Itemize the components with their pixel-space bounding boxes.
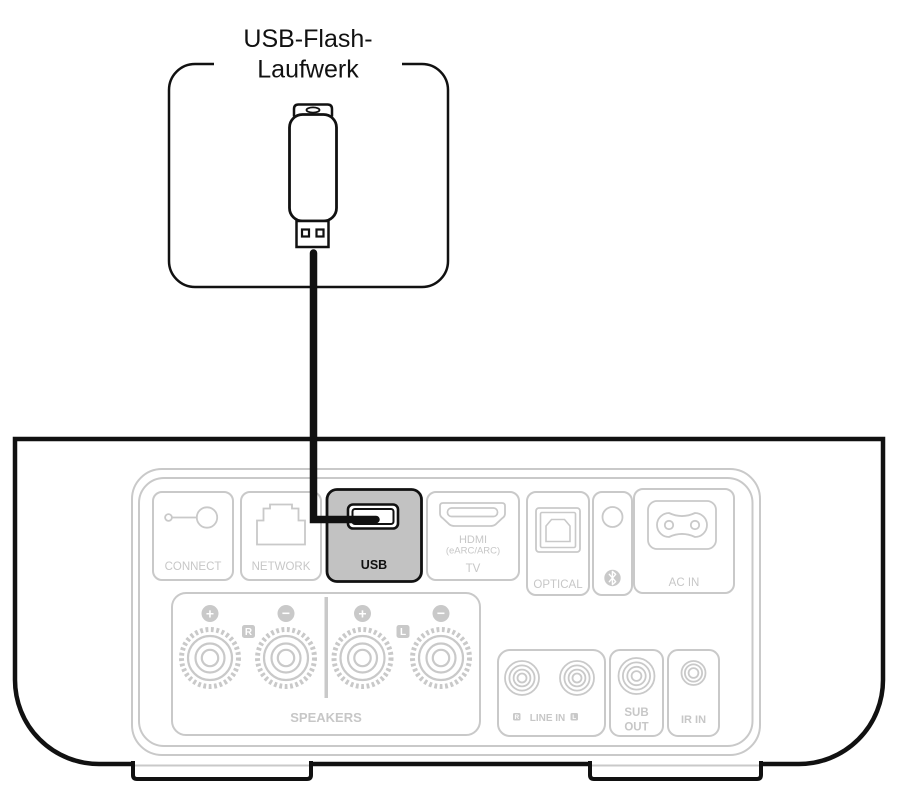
connection-cable [309,249,380,524]
sub-out-section: SUB OUT [609,649,664,737]
connector-hole-right [315,228,325,238]
binding-post-r-minus [255,627,317,689]
sub-out-box [609,649,664,737]
minus-glyph: − [437,605,445,621]
rca-jack-line-in-r [504,660,540,696]
foot-left-mask [131,759,313,768]
line-in-box [497,649,606,737]
l-glyph: L [572,714,576,721]
ir-in-label: IR IN [681,714,706,726]
port-optical: OPTICAL [526,491,590,596]
optical-port-icon [535,507,581,553]
r-glyph: R [245,627,253,638]
connect-box [152,491,234,581]
channel-l-badge: L [396,625,410,638]
binding-post-l-plus [331,627,394,689]
speakers-section: + − + − R L SPEAKERS [171,592,481,736]
polarity-minus-badge-l: − [432,605,450,622]
hdmi-label: HDMI [459,534,487,546]
port-connect: CONNECT [152,491,234,581]
speakers-divider [324,597,328,698]
line-in-l-badge: L [570,713,578,721]
port-hdmi: HDMI (eARC/ARC) TV [426,491,520,581]
ir-in-box [667,649,720,737]
optical-box [526,491,590,596]
speakers-box [171,592,481,736]
foot-right-outline [588,761,763,781]
channel-r-badge: R [242,625,255,638]
connector-hole-left [300,228,311,238]
network-box [240,491,322,581]
usb-flash-drive-icon [288,103,338,249]
rca-jack-sub-out [617,657,656,695]
device-foot-left [131,759,313,781]
ir-jack [680,660,707,686]
hdmi-port-icon [439,502,506,527]
flash-drive-body [288,113,338,223]
connect-label: CONNECT [165,561,222,573]
callout-label-line2: Laufwerk [257,56,359,84]
bluetooth-box [592,491,633,596]
bluetooth-icon [604,569,621,587]
hdmi-earc-label: (eARC/ARC) [446,546,500,557]
ac-in-label: AC IN [669,577,700,589]
hdmi-tv-label: TV [466,563,481,575]
device-foot-right [588,759,763,781]
line-in-label: LINE IN [530,713,566,724]
port-usb-highlighted: USB [325,488,423,583]
plus-glyph: + [358,605,366,621]
hdmi-box [426,491,520,581]
flash-drive-cap-hole [305,106,321,114]
plus-glyph: + [206,605,214,621]
l-glyph: L [400,627,406,638]
callout-label-line1: USB-Flash- [243,25,372,53]
minus-glyph: − [282,605,290,621]
connector-panel-outer [131,468,761,756]
line-in-r-badge: R [513,713,521,721]
port-bluetooth [592,491,633,596]
ac-in-box [633,488,735,594]
foot-left-outline [131,761,313,781]
foot-right-mask [588,759,763,768]
sub-out-label-line2: OUT [624,722,648,734]
connect-button-icon [164,506,219,529]
port-network: NETWORK [240,491,322,581]
rca-jack-line-in-l [559,660,595,696]
speakers-label: SPEAKERS [290,710,362,725]
ac-inlet-icon [647,500,717,550]
binding-post-r-plus [179,627,241,689]
line-in-section: R LINE IN L [497,649,606,737]
polarity-minus-badge-r: − [277,605,295,622]
usb-label: USB [361,558,387,572]
callout-frame-text-gap [214,50,402,81]
polarity-plus-badge-l: + [354,605,371,622]
connector-panel-inner [138,477,754,747]
sub-out-label-line1: SUB [624,707,648,719]
polarity-plus-badge-r: + [201,605,219,622]
optical-label: OPTICAL [533,579,583,591]
network-label: NETWORK [252,561,311,573]
port-ac-in: AC IN [633,488,735,594]
bluetooth-button [601,506,624,528]
r-glyph: R [514,714,519,721]
ir-in-section: IR IN [667,649,720,737]
callout-box: USB-Flash- Laufwerk [167,25,450,289]
ethernet-port-icon [256,503,306,546]
binding-post-l-minus [410,627,472,689]
device-rear-panel: CONNECT NETWORK USB HDMI (eARC/ARC) [12,436,886,781]
